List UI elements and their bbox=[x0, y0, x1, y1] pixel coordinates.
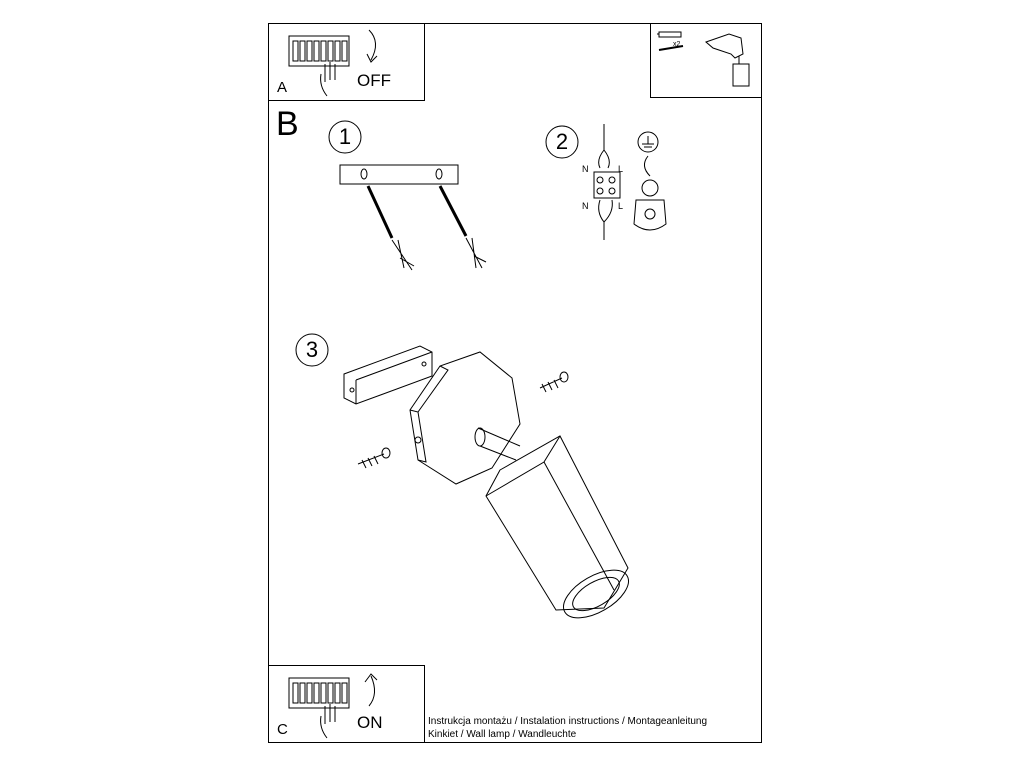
quantity-label: x2 bbox=[673, 41, 681, 48]
screw-icon bbox=[539, 371, 569, 393]
wire-l-top: L bbox=[618, 164, 624, 174]
wall-plug-icon bbox=[391, 239, 415, 271]
step-3-number: 3 bbox=[305, 337, 319, 362]
curved-arrow-down-icon bbox=[366, 29, 378, 63]
panel-c-power-on: C ON bbox=[268, 665, 425, 743]
screw-icon bbox=[658, 45, 684, 51]
hand-icon bbox=[320, 704, 336, 739]
terminal-block-icon bbox=[593, 171, 621, 199]
footer-instructions-title: Instrukcja montażu / Instalation instruc… bbox=[428, 716, 708, 727]
terminal-block-icon bbox=[633, 179, 667, 231]
panel-a-letter: A bbox=[277, 79, 288, 96]
wire-l-bottom: L bbox=[618, 201, 624, 211]
panel-c-letter: C bbox=[277, 721, 288, 738]
drill-icon bbox=[705, 33, 750, 87]
on-label: ON bbox=[357, 713, 383, 732]
breaker-panel-icon bbox=[288, 673, 378, 739]
wire-n-bottom: N bbox=[582, 201, 589, 211]
curved-arrow-up-icon bbox=[364, 673, 378, 707]
step-2-number: 2 bbox=[555, 129, 569, 154]
footer-product-name: Kinkiet / Wall lamp / Wandleuchte bbox=[428, 729, 577, 740]
hand-icon bbox=[320, 62, 336, 97]
ground-symbol-icon bbox=[637, 131, 659, 153]
step-1-number: 1 bbox=[338, 124, 352, 149]
wall-plug-icon bbox=[657, 31, 682, 38]
tools-panel: x2 bbox=[650, 23, 762, 98]
wire-n-top: N bbox=[582, 164, 589, 174]
wall-plug-icon bbox=[465, 237, 487, 269]
screw-icon bbox=[366, 185, 394, 239]
panel-a-power-off: A OFF bbox=[268, 23, 425, 101]
screw-icon bbox=[357, 447, 391, 469]
section-b-letter: B bbox=[276, 105, 299, 143]
off-label: OFF bbox=[357, 71, 391, 90]
screw-icon bbox=[438, 185, 468, 237]
instruction-sheet bbox=[268, 23, 762, 743]
breaker-panel-icon bbox=[288, 29, 378, 97]
